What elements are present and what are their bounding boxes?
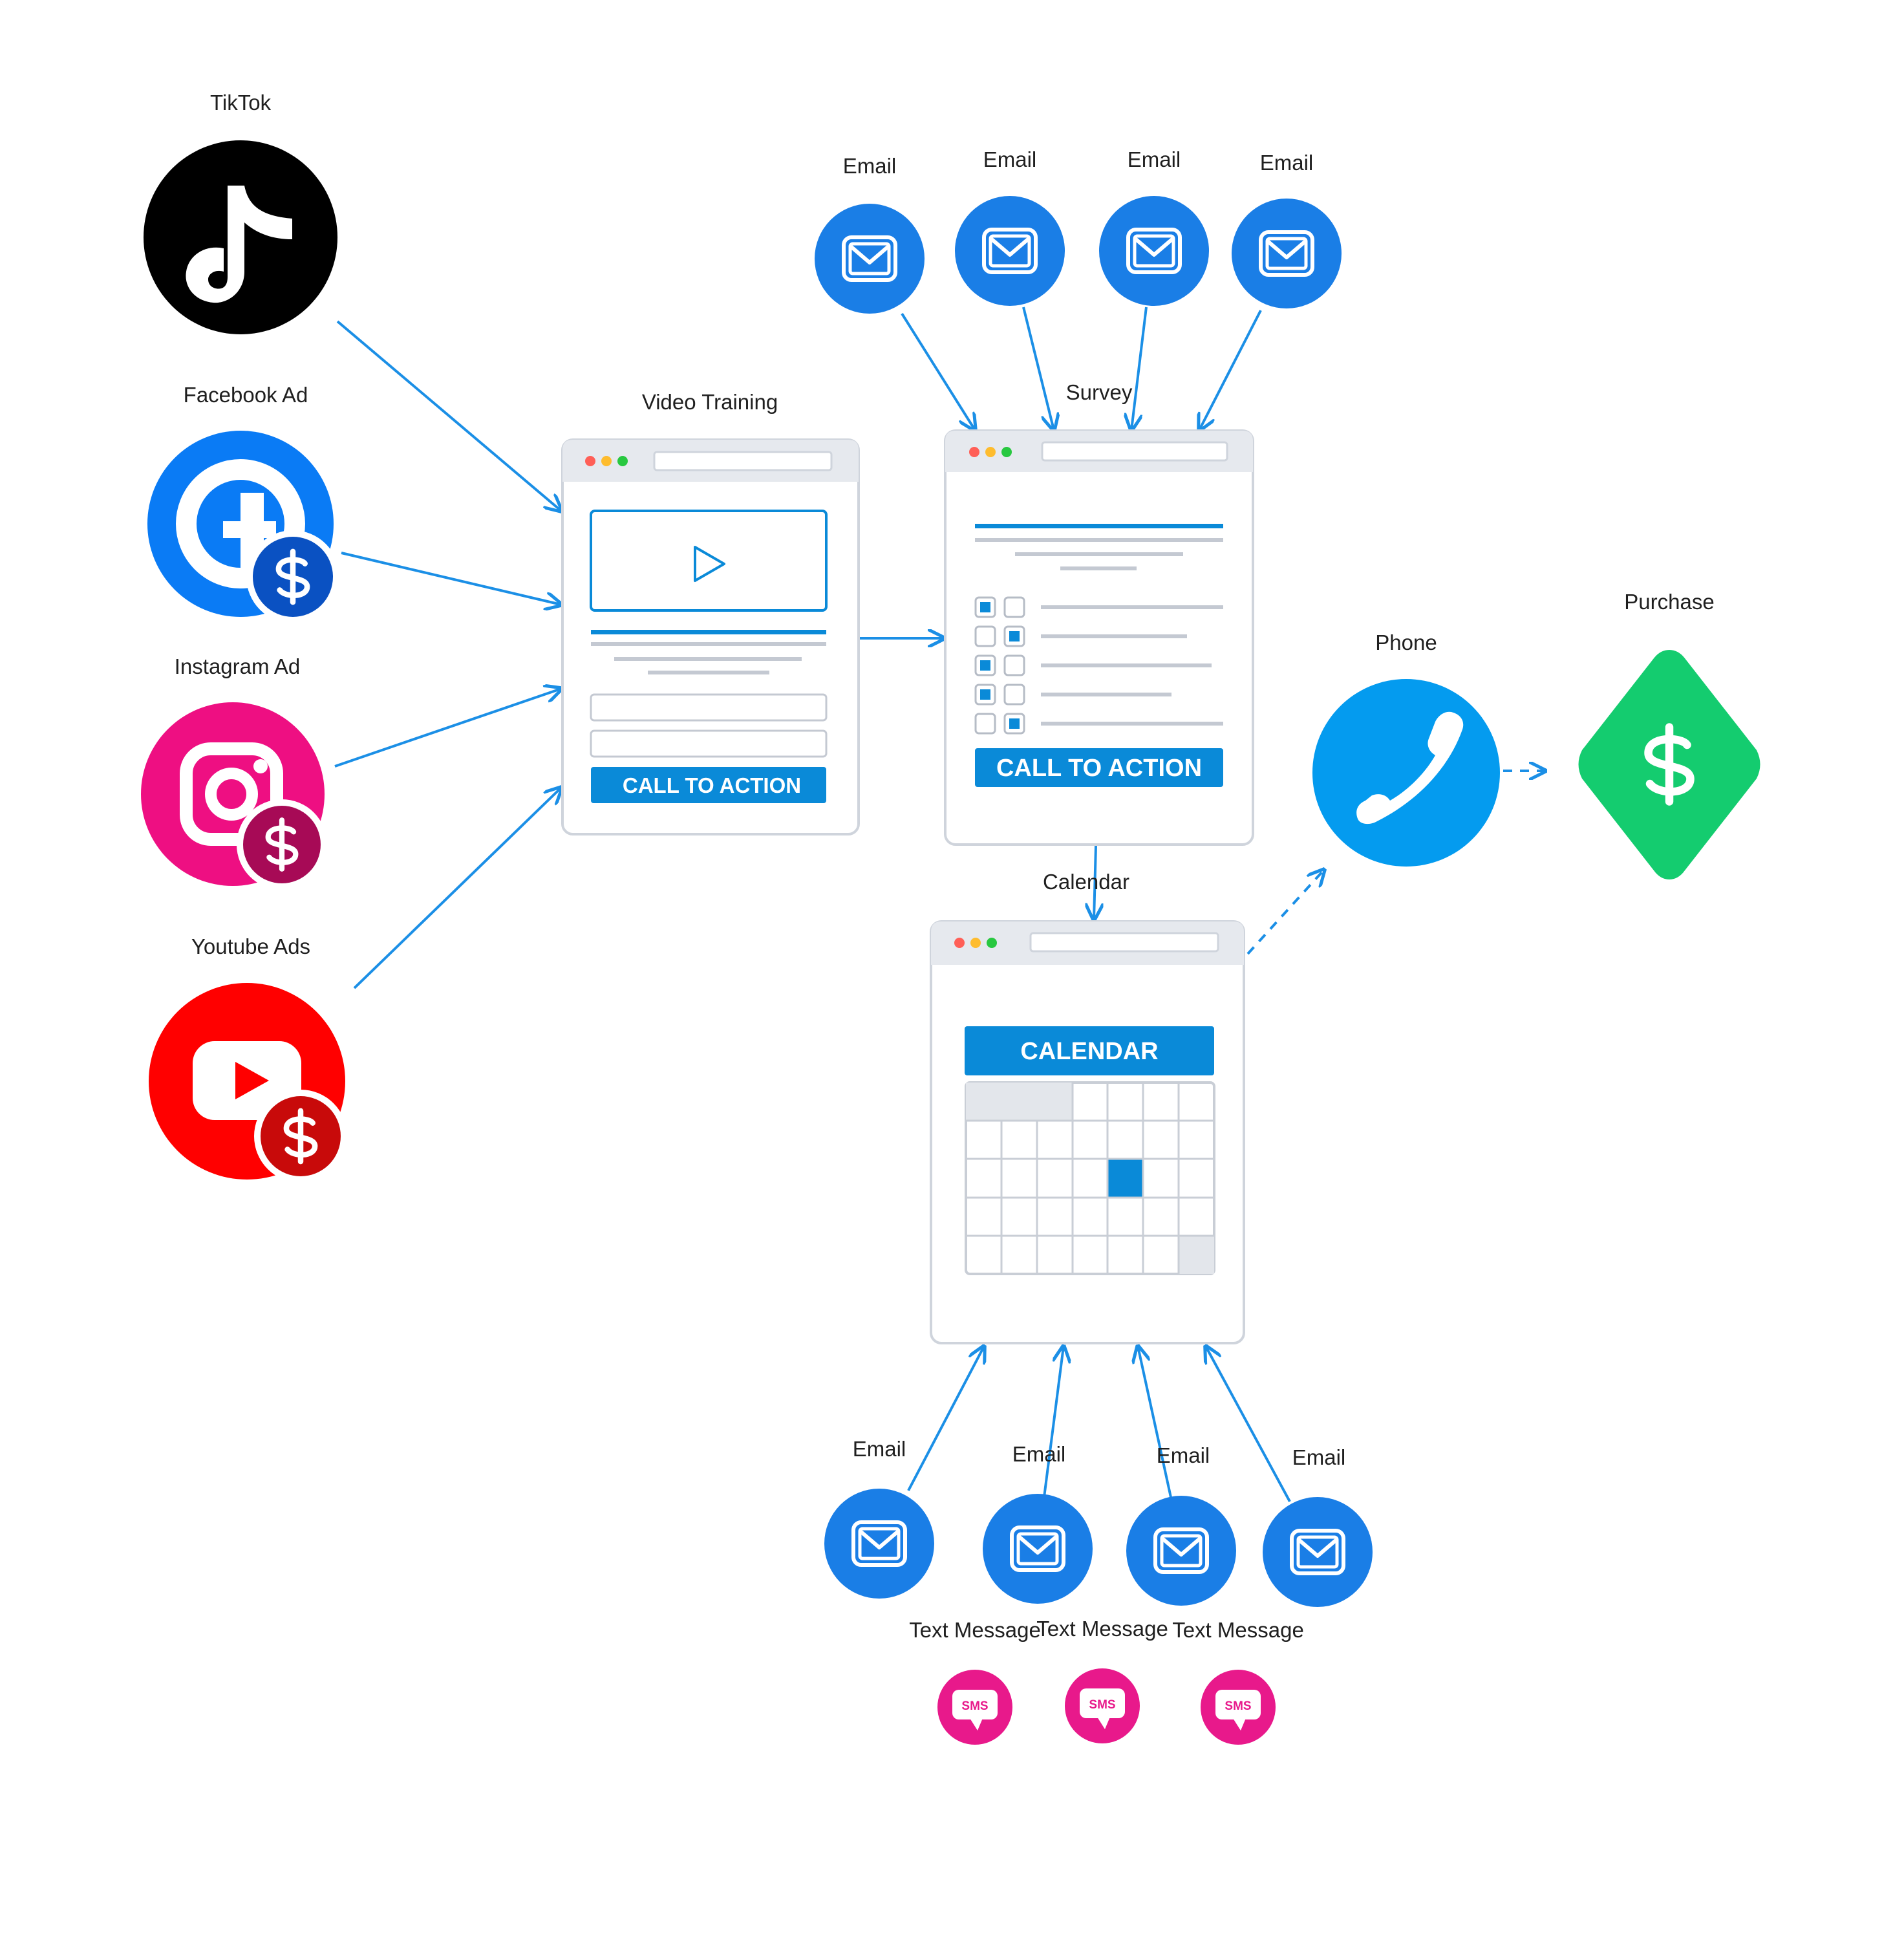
survey-option-row[interactable] xyxy=(974,654,1212,676)
bottom-email-label-1: Email xyxy=(853,1437,906,1461)
youtube-ads-icon[interactable] xyxy=(149,983,347,1183)
survey-page[interactable]: CALL TO ACTION xyxy=(944,429,1254,846)
arrow-email1-survey xyxy=(901,312,975,430)
calendar-grid[interactable] xyxy=(965,1081,1215,1275)
play-icon[interactable] xyxy=(694,546,725,582)
sms-icon[interactable]: SMS xyxy=(937,1670,1012,1745)
bottom-email-label-4: Email xyxy=(1292,1445,1346,1469)
arrow-calendar-phone xyxy=(1246,870,1324,955)
bottom-email-label-3: Email xyxy=(1157,1443,1210,1467)
checkbox[interactable] xyxy=(1003,596,1025,618)
survey-option-row[interactable] xyxy=(974,625,1187,647)
survey-cta-button[interactable]: CALL TO ACTION xyxy=(975,748,1223,787)
sms-icon[interactable]: SMS xyxy=(1201,1670,1276,1745)
survey-cta-label: CALL TO ACTION xyxy=(996,755,1202,782)
survey-option-row[interactable] xyxy=(974,596,1223,618)
instagram-label: Instagram Ad xyxy=(175,654,300,678)
selected-day[interactable] xyxy=(1107,1159,1144,1198)
arrow-bemail2-calendar xyxy=(1043,1346,1064,1498)
survey-label: Survey xyxy=(1066,380,1133,404)
top-email-node[interactable] xyxy=(1099,196,1209,306)
checkbox[interactable] xyxy=(974,713,996,735)
checkbox[interactable] xyxy=(974,625,996,647)
arrow-email3-survey xyxy=(1131,307,1148,430)
phone-node[interactable] xyxy=(1312,679,1500,867)
arrow-email2-survey xyxy=(1022,307,1054,430)
top-email-label-4: Email xyxy=(1260,151,1314,175)
bottom-email-node[interactable] xyxy=(824,1489,934,1599)
arrow-youtube-video xyxy=(353,788,561,989)
text-message-label-1: Text Message xyxy=(909,1618,1041,1642)
survey-option-row[interactable] xyxy=(974,713,1223,735)
top-email-label-3: Email xyxy=(1128,147,1181,171)
video-cta-label: CALL TO ACTION xyxy=(623,773,801,797)
sms-icon-text: SMS xyxy=(1225,1699,1251,1713)
video-training-label: Video Training xyxy=(642,390,778,414)
checkbox[interactable] xyxy=(1003,684,1025,706)
facebook-label: Facebook Ad xyxy=(184,383,308,407)
arrow-bemail1-calendar xyxy=(907,1346,984,1491)
video-cta-button[interactable]: CALL TO ACTION xyxy=(591,767,826,803)
instagram-ad-icon[interactable] xyxy=(141,702,327,890)
top-email-label-1: Email xyxy=(843,154,897,178)
bottom-email-node[interactable] xyxy=(1263,1497,1373,1607)
video-player[interactable] xyxy=(590,510,828,612)
arrow-email4-survey xyxy=(1199,310,1262,430)
calendar-header xyxy=(965,1026,1214,1075)
top-email-node[interactable] xyxy=(815,204,925,314)
top-email-node[interactable] xyxy=(955,196,1065,306)
youtube-label: Youtube Ads xyxy=(191,934,310,958)
arrow-bemail4-calendar xyxy=(1206,1346,1291,1502)
phone-label: Phone xyxy=(1375,630,1437,654)
bottom-email-node[interactable] xyxy=(1126,1496,1236,1606)
arrow-survey-calendar xyxy=(1094,845,1096,920)
tiktok-label: TikTok xyxy=(210,91,272,114)
video-training-page[interactable]: CALL TO ACTION xyxy=(561,438,860,835)
top-email-node[interactable] xyxy=(1232,199,1342,308)
sms-icon-text: SMS xyxy=(961,1699,988,1713)
calendar-label: Calendar xyxy=(1043,870,1129,894)
arrow-facebook-video xyxy=(341,552,561,605)
top-email-label-2: Email xyxy=(983,147,1037,171)
bottom-email-label-2: Email xyxy=(1012,1442,1066,1466)
checkbox[interactable] xyxy=(1003,654,1025,676)
text-message-label-3: Text Message xyxy=(1172,1618,1304,1642)
sms-icon[interactable]: SMS xyxy=(1065,1668,1140,1743)
form-field[interactable] xyxy=(590,693,828,722)
tiktok-icon[interactable] xyxy=(144,140,337,334)
bottom-email-node[interactable] xyxy=(983,1494,1093,1604)
connectors xyxy=(334,307,1545,1502)
form-field[interactable] xyxy=(590,729,828,758)
facebook-ad-icon[interactable] xyxy=(147,431,339,623)
phone-icon xyxy=(1356,711,1464,824)
purchase-label: Purchase xyxy=(1624,590,1714,614)
arrow-tiktok-video xyxy=(336,320,561,511)
sms-icon-text: SMS xyxy=(1089,1698,1115,1712)
purchase-node[interactable] xyxy=(1578,650,1760,879)
arrow-bemail3-calendar xyxy=(1138,1346,1173,1501)
calendar-page[interactable]: CALENDAR xyxy=(930,920,1245,1344)
text-message-label-2: Text Message xyxy=(1036,1617,1168,1641)
calendar-header-label: CALENDAR xyxy=(1020,1038,1158,1065)
survey-option-row[interactable] xyxy=(974,684,1171,706)
arrow-instagram-video xyxy=(334,689,561,768)
